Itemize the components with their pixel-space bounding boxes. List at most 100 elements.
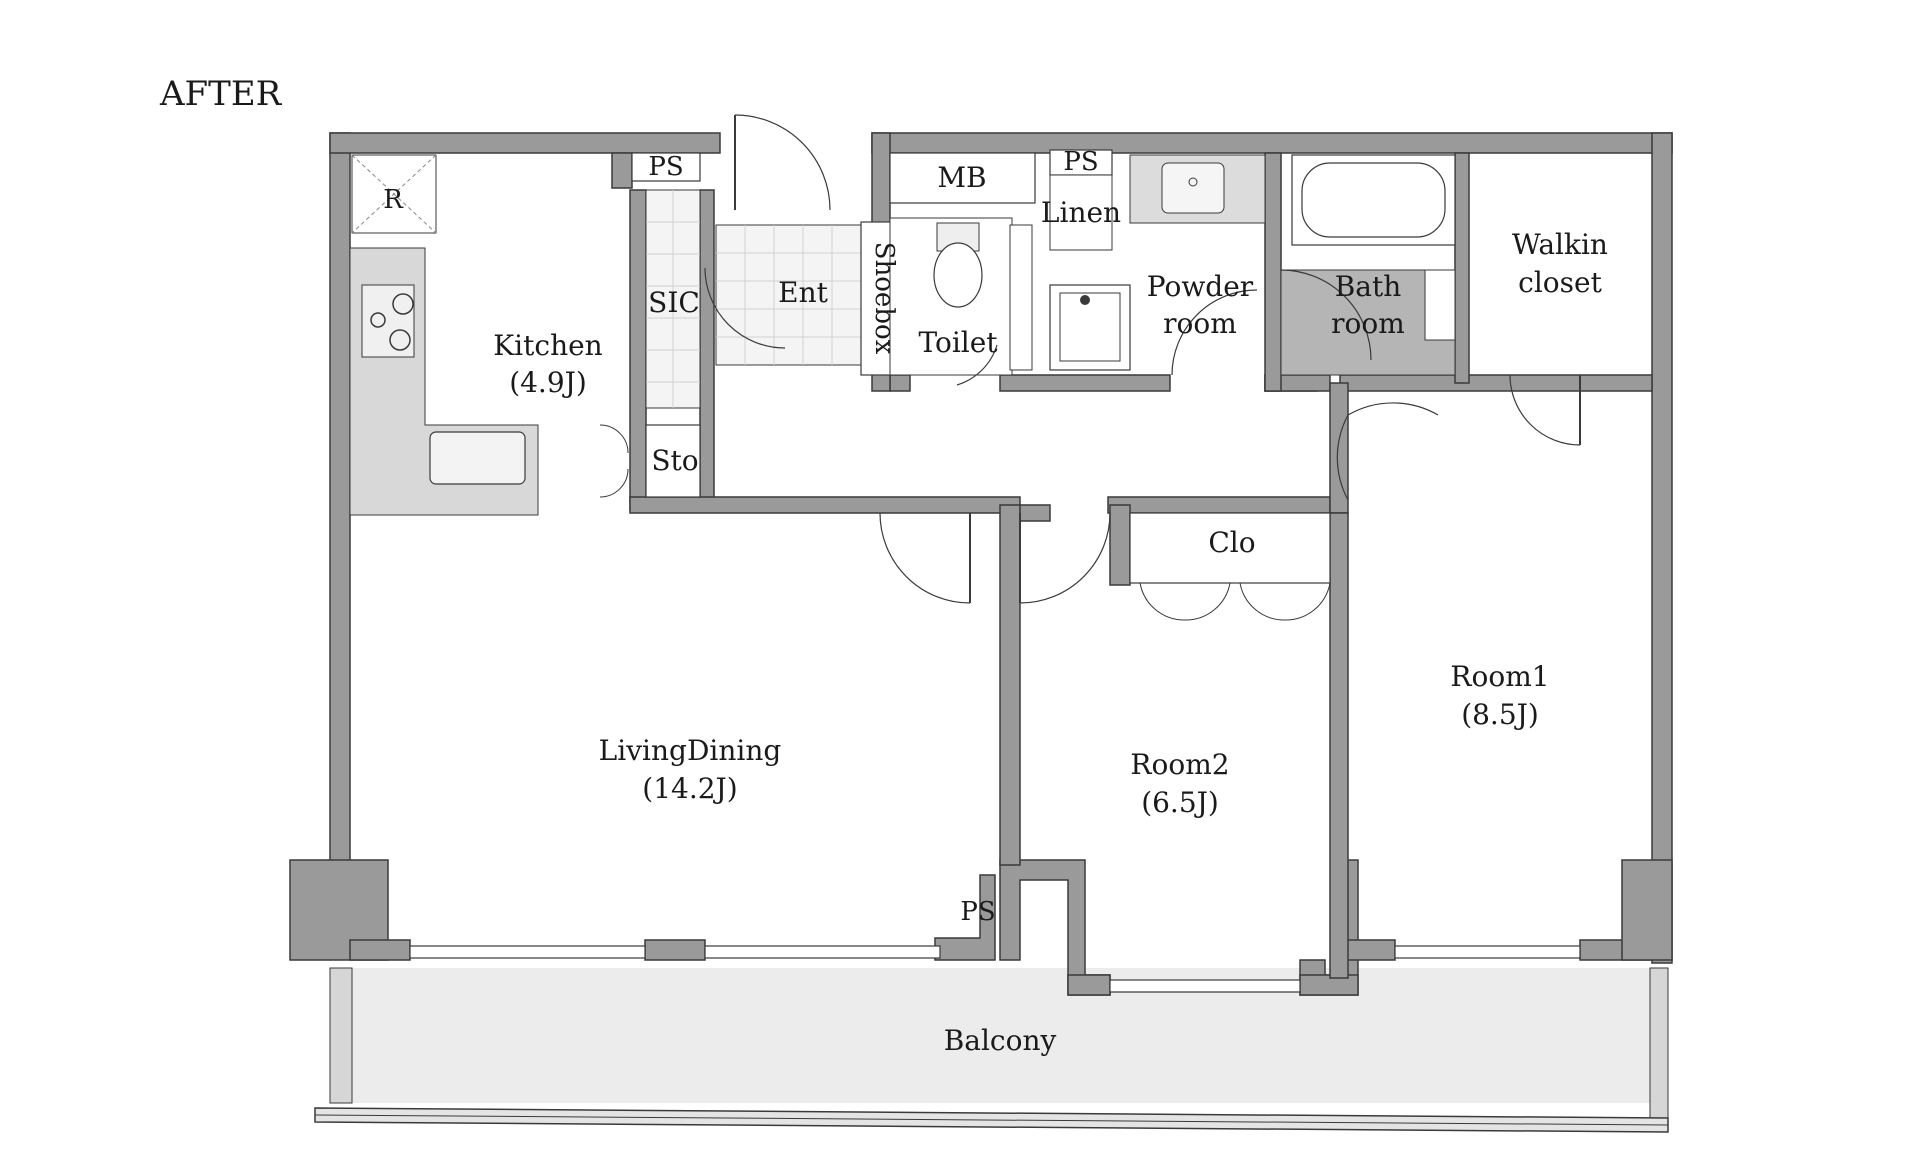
ps-box-top-right bbox=[1049, 149, 1113, 176]
stove-top bbox=[361, 284, 415, 358]
linen-closet bbox=[1049, 174, 1113, 251]
wall-room2-top bbox=[1019, 504, 1051, 522]
wall-left bbox=[329, 132, 351, 879]
sic-label: SIC bbox=[648, 286, 700, 319]
wall-bottom-left bbox=[349, 939, 411, 961]
ps-label-bottom: PS bbox=[960, 897, 995, 927]
wall-room2-left bbox=[999, 504, 1021, 866]
bath-shelf bbox=[1424, 269, 1456, 341]
balcony-floor bbox=[350, 968, 1650, 1103]
closet-label: Clo bbox=[1208, 526, 1255, 559]
drain-icon bbox=[1080, 295, 1090, 305]
sic-door-swing[interactable] bbox=[704, 267, 786, 349]
burner-icon bbox=[392, 293, 414, 315]
room1-label: Room1 bbox=[1450, 660, 1549, 693]
wall-toilet-bottom-left bbox=[889, 374, 911, 392]
closet-door-swing[interactable] bbox=[1139, 582, 1331, 621]
walls bbox=[289, 132, 1673, 996]
refrigerator-cross bbox=[351, 154, 437, 234]
wall-ps-left bbox=[611, 152, 633, 189]
room1-size: (8.5J) bbox=[1461, 698, 1539, 731]
closet bbox=[1129, 512, 1331, 584]
toilet-door-swing[interactable] bbox=[956, 344, 998, 386]
balcony-label: Balcony bbox=[944, 1024, 1057, 1057]
walkin-door-swing[interactable] bbox=[1509, 374, 1581, 446]
windows bbox=[409, 945, 1581, 993]
entrance-tile-grid bbox=[716, 225, 861, 365]
balcony-side-wall-left bbox=[329, 967, 353, 1104]
wall-top-right bbox=[871, 132, 1673, 154]
wall-room1-left bbox=[1329, 512, 1349, 979]
washer-pan-inner bbox=[1059, 292, 1121, 362]
sic-tile-grid bbox=[646, 190, 700, 408]
wall-top-left bbox=[329, 132, 721, 154]
window-living-right bbox=[704, 945, 941, 959]
sink-drain-icon bbox=[1188, 177, 1198, 187]
walkin-label: Walkin bbox=[1512, 228, 1608, 261]
shoebox-label: Shoebox bbox=[869, 242, 899, 355]
powder-label: Powder bbox=[1147, 270, 1254, 303]
storage-label: Sto bbox=[651, 444, 698, 477]
entrance-label: Ent bbox=[778, 276, 828, 309]
bath-door-swing[interactable] bbox=[1280, 269, 1372, 361]
kitchen-size: (4.9J) bbox=[509, 366, 587, 399]
wall-powder-right bbox=[1264, 152, 1282, 392]
wall-sic-left bbox=[629, 189, 647, 511]
storage-door-swing[interactable] bbox=[599, 424, 629, 498]
entrance-door-swing[interactable] bbox=[734, 114, 831, 211]
room1-door-swing[interactable] bbox=[1336, 402, 1439, 501]
wall-room2-bottom-right bbox=[1299, 974, 1359, 996]
balcony-side-wall-right bbox=[1649, 967, 1669, 1119]
toilet-bowl bbox=[933, 242, 983, 308]
wall-room1-top bbox=[1339, 374, 1653, 392]
kitchen-label: Kitchen bbox=[493, 329, 602, 362]
ps-label-top-right: PS bbox=[1063, 147, 1098, 177]
wall-bath-right bbox=[1454, 152, 1470, 384]
storage bbox=[645, 424, 701, 498]
refrigerator-label: R bbox=[383, 185, 404, 215]
toilet-counter bbox=[1009, 224, 1033, 371]
living-size: (14.2J) bbox=[642, 772, 737, 805]
powder-door-swing[interactable] bbox=[1171, 289, 1258, 376]
shoebox bbox=[860, 221, 892, 376]
window-room1 bbox=[1394, 945, 1581, 959]
room2-size: (6.5J) bbox=[1141, 786, 1219, 819]
toilet-label: Toilet bbox=[918, 326, 998, 359]
powder-label-2: room bbox=[1163, 307, 1237, 340]
wall-corridor-bottom-right bbox=[1107, 496, 1331, 514]
mb-label: MB bbox=[937, 161, 986, 194]
window-living-left bbox=[409, 945, 646, 959]
kitchen-sink bbox=[429, 431, 526, 485]
balcony-railing-line bbox=[314, 1114, 1669, 1126]
mb-box bbox=[889, 152, 1036, 204]
burner-icon bbox=[389, 329, 411, 351]
window-room2 bbox=[1109, 979, 1301, 993]
wall-wc-bottom bbox=[999, 374, 1171, 392]
wall-sic-right bbox=[699, 189, 715, 511]
walkin-label-2: closet bbox=[1518, 266, 1602, 299]
wall-room2-bottom-left bbox=[1067, 974, 1111, 996]
burner-icon bbox=[370, 312, 386, 328]
room2-door-swing[interactable] bbox=[1019, 512, 1111, 604]
column-bottom-right bbox=[1621, 859, 1673, 961]
ps-box-top-left bbox=[631, 152, 701, 182]
bath-label: Bath bbox=[1335, 270, 1402, 303]
washer-pan bbox=[1049, 284, 1131, 371]
linen-label: Linen bbox=[1041, 196, 1121, 229]
plan-title: AFTER bbox=[159, 74, 283, 114]
room2-label: Room2 bbox=[1130, 748, 1229, 781]
wall-bottom-mid bbox=[644, 939, 706, 961]
bath-label-2: room bbox=[1331, 307, 1405, 340]
ps-label-top-left: PS bbox=[648, 152, 683, 182]
wall-corridor-bottom bbox=[629, 496, 1021, 514]
living-label: LivingDining bbox=[599, 734, 782, 767]
vanity-sink bbox=[1161, 162, 1225, 214]
wall-clo-left bbox=[1109, 504, 1131, 586]
wall-right bbox=[1651, 132, 1673, 964]
bathtub-basin bbox=[1301, 162, 1446, 238]
living-door-swing[interactable] bbox=[879, 512, 971, 604]
ps-column-bottom bbox=[934, 874, 996, 961]
entrance-floor bbox=[715, 224, 862, 366]
